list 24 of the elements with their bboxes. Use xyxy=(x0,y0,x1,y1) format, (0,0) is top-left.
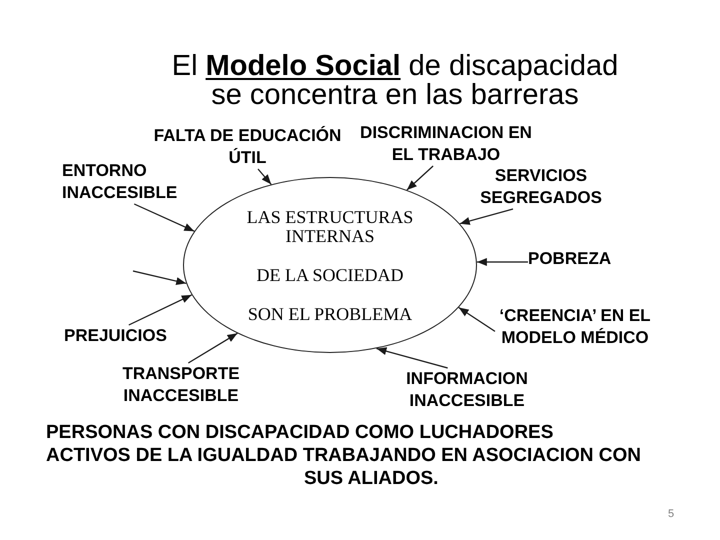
ellipse-text: LAS ESTRUCTURAS INTERNAS xyxy=(246,208,414,246)
arrow xyxy=(476,258,528,266)
ellipse-text: DE LA SOCIEDAD xyxy=(256,266,404,285)
barrier-label: ‘CREENCIA’ EN EL MODELO MÉDICO xyxy=(495,305,655,349)
arrow xyxy=(132,270,186,286)
barrier-label: POBREZA xyxy=(528,248,612,270)
page-number: 5 xyxy=(668,508,674,522)
arrow xyxy=(188,332,238,364)
barrier-label: TRANSPORTE INACCESIBLE xyxy=(119,363,243,407)
arrow xyxy=(134,203,195,232)
arrow xyxy=(406,166,434,190)
barrier-label: DISCRIMINACION EN EL TRABAJO xyxy=(352,122,540,166)
arrow xyxy=(376,347,448,369)
arrow xyxy=(460,208,514,225)
barrier-label: SERVICIOS SEGREGADOS xyxy=(476,165,606,209)
ellipse-text: SON EL PROBLEMA xyxy=(248,305,412,324)
slogan-text: PERSONAS CON DISCAPACIDAD COMO LUCHADORES ACTIVOS DE LA IGUALDAD TRABAJANDO EN ASOCIACION CON SUS ALIADOS. xyxy=(46,421,642,490)
slide-title: El Modelo Social de discapacidad se concentra en las barreras xyxy=(170,52,620,110)
barrier-label: INFORMACION INACCESIBLE xyxy=(403,368,531,412)
barrier-label: PREJUICIOS xyxy=(64,325,167,347)
arrow xyxy=(258,168,272,185)
arrow xyxy=(458,307,496,332)
arrow xyxy=(128,294,192,326)
central-ellipse xyxy=(183,177,477,353)
